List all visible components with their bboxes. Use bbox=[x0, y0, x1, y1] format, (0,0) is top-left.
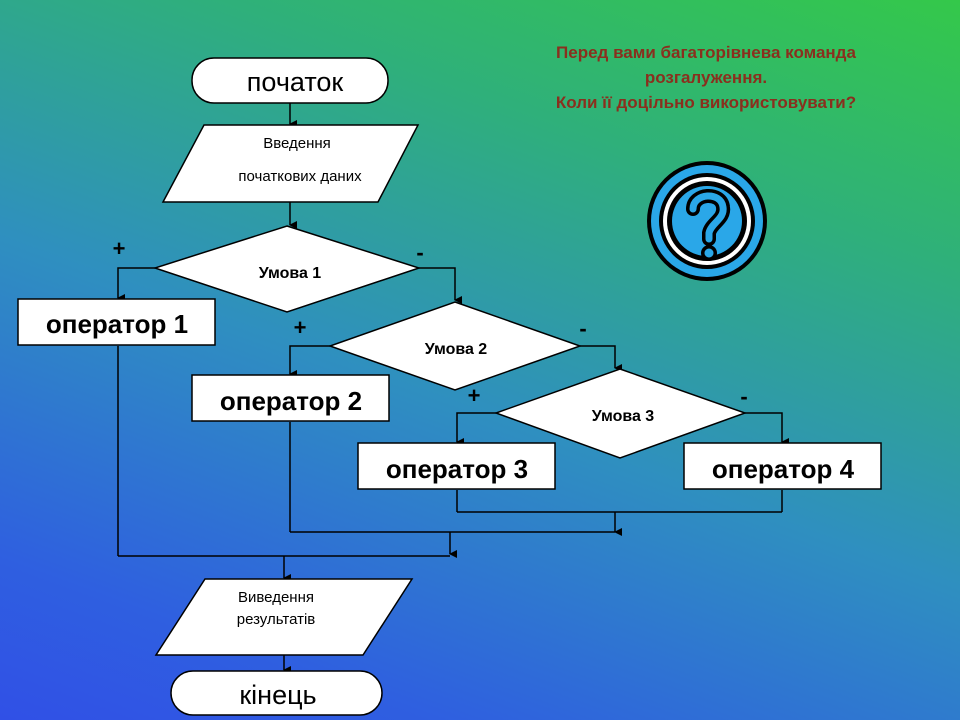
operator-3-label: оператор 3 bbox=[386, 454, 528, 484]
caption: Перед вами багаторівнева команда розгалу… bbox=[500, 40, 912, 115]
condition-1-no-sign: - bbox=[416, 240, 423, 265]
condition-2-label: Умова 2 bbox=[425, 341, 488, 358]
operator-4-label: оператор 4 bbox=[712, 454, 855, 484]
operator-2-label: оператор 2 bbox=[220, 386, 362, 416]
condition-1-label: Умова 1 bbox=[259, 265, 322, 282]
condition-1-yes-sign: + bbox=[113, 236, 126, 261]
condition-2-no-sign: - bbox=[579, 316, 586, 341]
operator-4-box: оператор 4 bbox=[683, 442, 882, 490]
caption-line-1: Перед вами багаторівнева команда bbox=[556, 43, 856, 62]
end-terminator: кінець bbox=[170, 670, 383, 716]
condition-2-yes-sign: + bbox=[294, 315, 307, 340]
condition-3-yes-sign: + bbox=[468, 383, 481, 408]
operator-2-box: оператор 2 bbox=[191, 374, 390, 422]
connector-lines bbox=[117, 103, 789, 674]
output-label-line1: Виведення bbox=[238, 589, 314, 606]
question-mark-icon bbox=[647, 161, 767, 281]
input-label-line1: Введення bbox=[263, 135, 331, 152]
caption-line-3: Коли її доцільно використовувати? bbox=[555, 93, 857, 112]
condition-3-diamond: Умова 3 bbox=[493, 368, 748, 459]
operator-1-box: оператор 1 bbox=[17, 298, 216, 346]
input-label-line2: початкових даних bbox=[238, 168, 362, 185]
end-label: кінець bbox=[239, 680, 316, 710]
output-label-line2: результатів bbox=[237, 611, 316, 628]
operator-3-box: оператор 3 bbox=[357, 442, 556, 490]
operator-1-label: оператор 1 bbox=[46, 309, 188, 339]
start-label: початок bbox=[247, 67, 344, 97]
condition-3-label: Умова 3 bbox=[592, 408, 655, 425]
condition-1-diamond: Умова 1 bbox=[152, 225, 422, 313]
start-terminator: початок bbox=[191, 57, 389, 104]
output-parallelogram: Виведення результатів bbox=[154, 578, 414, 656]
input-parallelogram: Введення початкових даних bbox=[161, 124, 420, 203]
condition-2-diamond: Умова 2 bbox=[327, 301, 583, 391]
condition-3-no-sign: - bbox=[740, 384, 747, 409]
caption-line-2: розгалуження. bbox=[644, 68, 768, 87]
